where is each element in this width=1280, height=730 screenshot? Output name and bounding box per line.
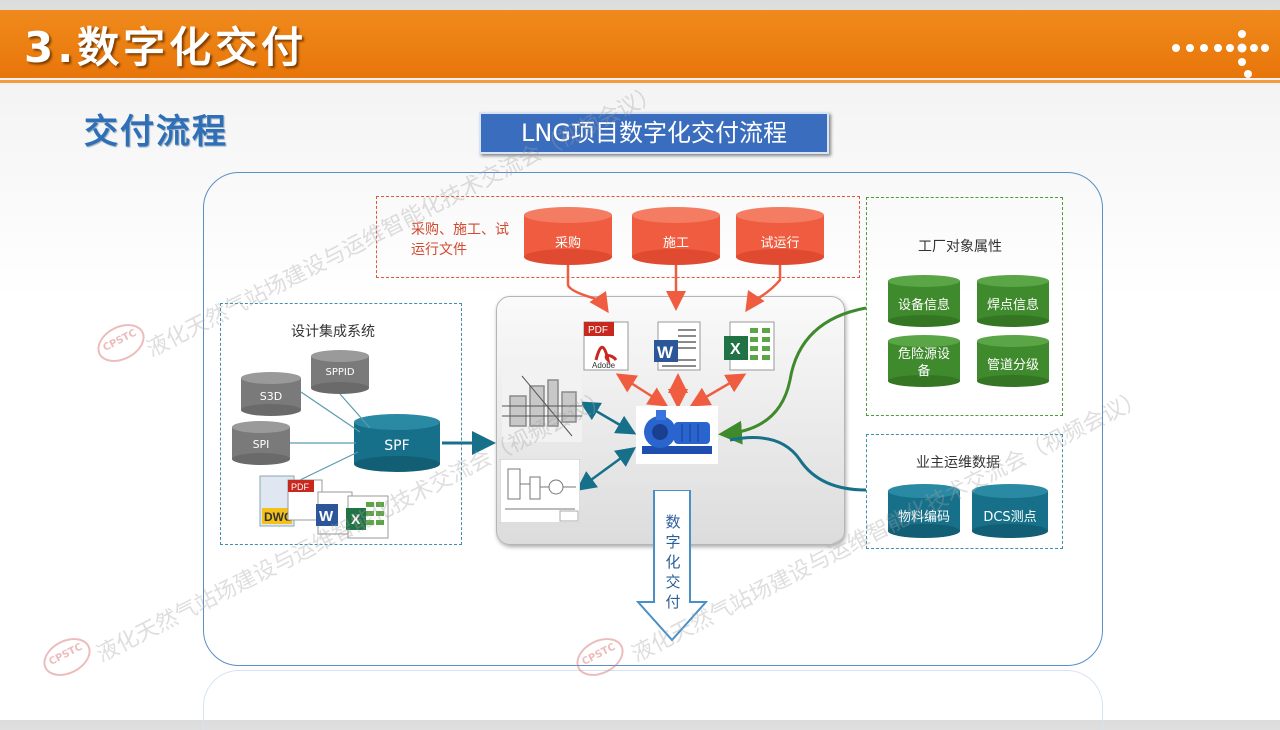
svg-text:X: X	[730, 341, 741, 358]
procurement-cylinder: 采购	[524, 207, 612, 265]
svg-text:Adobe: Adobe	[592, 361, 616, 370]
commissioning-cylinder: 试运行	[736, 207, 824, 265]
pdf-document-icon: PDF Adobe	[583, 321, 629, 371]
svg-text:W: W	[319, 508, 334, 525]
weld-info-cylinder: 焊点信息	[977, 275, 1049, 327]
svg-text:X: X	[351, 511, 361, 527]
procurement-label: 采购、施工、试运行文件	[411, 222, 509, 258]
equipment-info-cylinder: 设备信息	[888, 275, 960, 327]
diagram-frame	[203, 172, 1103, 666]
title-bar-underline	[0, 80, 1280, 83]
output-label: 数字化交付	[665, 513, 681, 611]
pump-image	[636, 406, 718, 464]
design-file-icons: DWG PDF W X	[259, 475, 389, 539]
factory-attributes-label: 工厂对象属性	[918, 239, 1002, 255]
construction-cylinder: 施工	[632, 207, 720, 265]
dcs-points-cylinder: DCS测点	[972, 484, 1048, 538]
slide-title: 3.数字化交付	[24, 23, 308, 72]
diagram-title: LNG项目数字化交付流程	[479, 112, 829, 154]
svg-text:PDF: PDF	[588, 325, 608, 336]
word-document-icon: W	[654, 321, 701, 371]
3d-model-image	[502, 366, 582, 442]
factory-attributes-group	[866, 197, 1063, 416]
pid-drawing-image	[500, 459, 580, 523]
section-subtitle: 交付流程	[84, 112, 228, 152]
procurement-group	[376, 196, 860, 278]
dots-logo-icon	[1172, 30, 1269, 78]
design-system-group	[220, 303, 462, 545]
excel-document-icon: X	[724, 321, 775, 371]
owner-data-label: 业主运维数据	[916, 455, 1000, 471]
sppid-cylinder: SPPID	[311, 350, 369, 394]
svg-text:W: W	[657, 343, 674, 362]
owner-data-group	[866, 434, 1063, 549]
output-arrow-icon	[636, 490, 708, 642]
spi-cylinder: SPI	[232, 421, 290, 465]
spf-cylinder: SPF	[354, 414, 440, 472]
frame-reflection	[203, 670, 1103, 730]
svg-text:DWG: DWG	[264, 510, 293, 524]
hazard-equipment-cylinder: 危险源设备	[888, 335, 960, 387]
design-system-label: 设计集成系统	[291, 324, 375, 340]
pipe-grade-cylinder: 管道分级	[977, 335, 1049, 387]
material-code-cylinder: 物料编码	[888, 484, 960, 538]
s3d-cylinder: S3D	[241, 372, 301, 416]
title-bar	[0, 10, 1280, 78]
svg-text:PDF: PDF	[291, 482, 310, 492]
